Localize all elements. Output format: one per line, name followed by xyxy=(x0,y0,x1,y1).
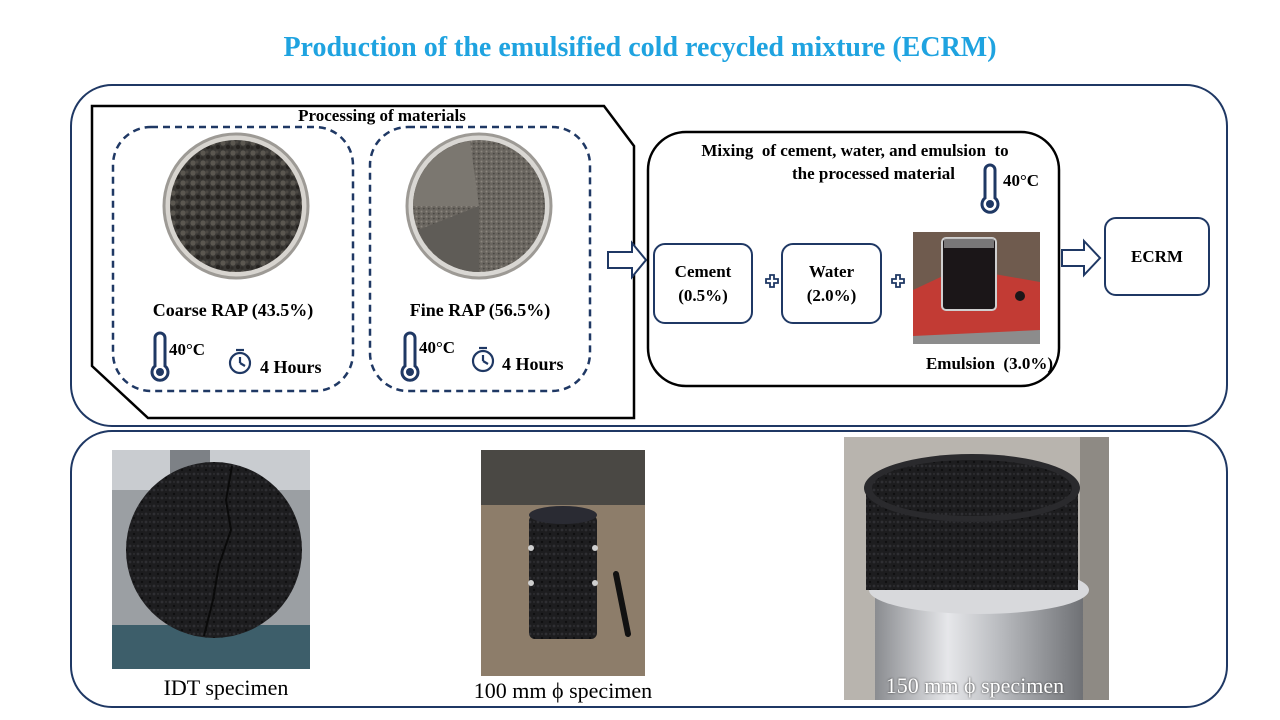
water-label: Water xyxy=(808,261,855,281)
emulsion-label: Emulsion (3.0%) xyxy=(925,354,1053,373)
mixing-temp-label: 40°C xyxy=(1003,171,1040,190)
plus-icon-2 xyxy=(891,274,905,288)
plus-icon-1 xyxy=(765,274,779,288)
150mm-specimen-caption: 150 mm ϕ specimen xyxy=(885,673,1065,698)
arrow-to-ecrm xyxy=(1061,238,1102,278)
fine-time-label: 4 Hours xyxy=(502,354,564,374)
arrow-to-mixing xyxy=(607,240,648,280)
production-panel xyxy=(70,84,1228,427)
ecrm-label: ECRM xyxy=(1131,246,1183,266)
150mm-specimen-photo xyxy=(844,437,1109,700)
mixing-heading-line2: the processed material xyxy=(791,164,955,183)
ecrm-box: ECRM xyxy=(1104,217,1210,296)
cement-label: Cement xyxy=(674,261,732,281)
emulsion-photo xyxy=(913,232,1040,344)
coarse-rap-label: Coarse RAP (43.5%) xyxy=(152,300,314,320)
page-title: Production of the emulsified cold recycl… xyxy=(283,32,997,63)
specimens-panel xyxy=(70,430,1228,708)
water-box: Water (2.0%) xyxy=(781,243,882,324)
fine-rap-photo xyxy=(405,132,553,280)
idt-specimen-caption: IDT specimen xyxy=(163,675,289,700)
fine-rap-label: Fine RAP (56.5%) xyxy=(409,300,551,320)
cement-percent: (0.5%) xyxy=(678,285,728,305)
coarse-time-label: 4 Hours xyxy=(260,357,322,377)
coarse-rap-box xyxy=(111,125,355,393)
fine-temp-label: 40°C xyxy=(419,338,456,357)
idt-specimen-photo xyxy=(112,450,310,669)
coarse-rap-photo xyxy=(162,132,310,280)
stopwatch-icon-coarse xyxy=(228,348,252,375)
water-percent: (2.0%) xyxy=(806,285,857,305)
cement-box: Cement (0.5%) xyxy=(653,243,753,324)
thermometer-icon-mixing xyxy=(980,163,1000,214)
mixing-heading-line1: Mixing of cement, water, and emulsion to xyxy=(701,141,1009,160)
100mm-specimen-photo xyxy=(481,450,645,676)
coarse-temp-label: 40°C xyxy=(169,340,206,359)
100mm-specimen-caption: 100 mm ϕ specimen xyxy=(473,678,653,703)
thermometer-icon-fine xyxy=(400,331,420,382)
thermometer-icon-coarse xyxy=(150,331,170,382)
processing-heading: Processing of materials xyxy=(298,106,466,125)
stopwatch-icon-fine xyxy=(471,346,495,373)
fine-rap-box xyxy=(368,125,592,393)
